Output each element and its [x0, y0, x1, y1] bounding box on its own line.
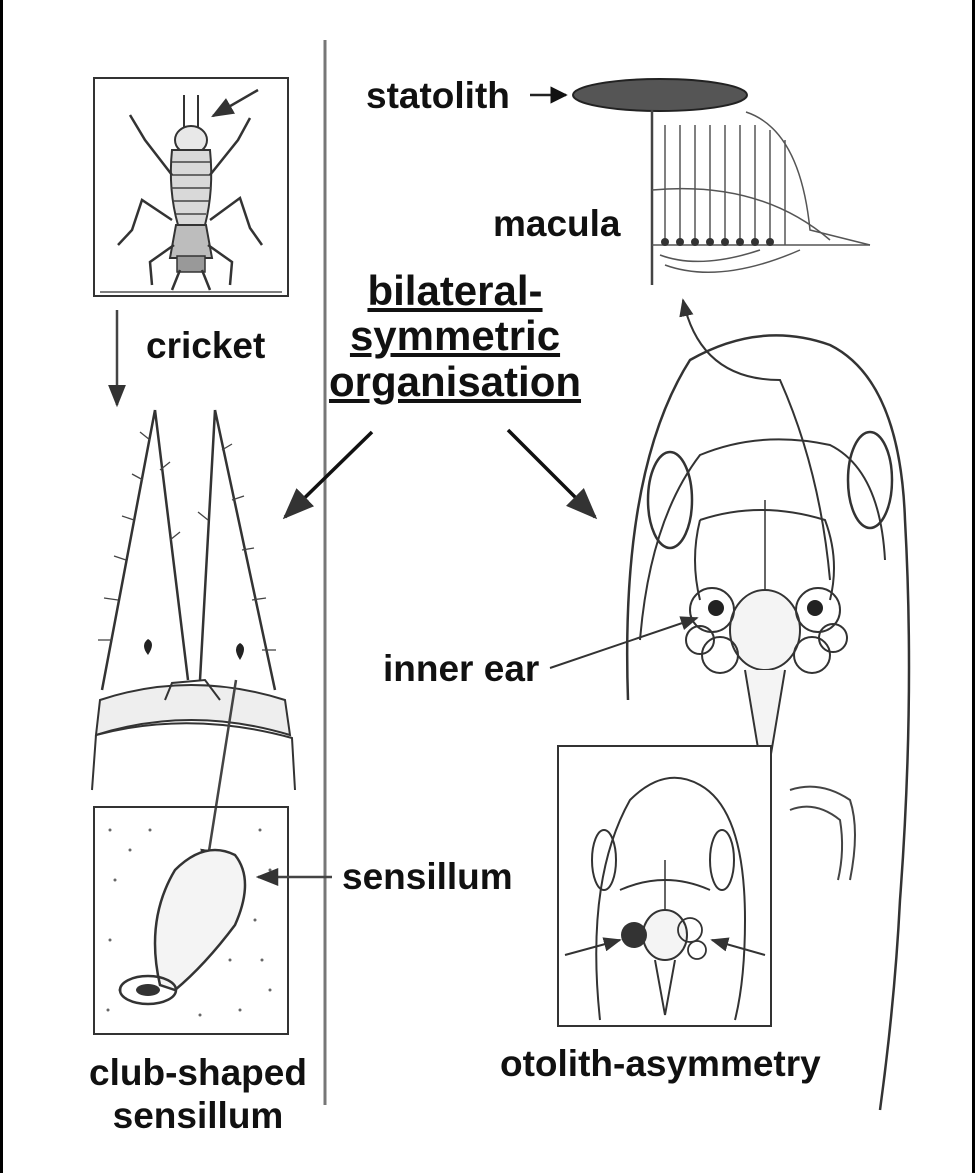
arrow-to-vertebrate: [506, 428, 598, 520]
label-otolith-asymmetry: otolith-asymmetry: [500, 1043, 821, 1084]
label-cricket: cricket: [146, 325, 266, 366]
sensillum-zoom-arrow: [200, 679, 238, 873]
cricket-illustration: [93, 77, 289, 297]
title-line-1: bilateral-: [367, 267, 543, 314]
label-macula: macula: [493, 203, 621, 244]
label-statolith: statolith: [366, 75, 510, 116]
fish-head-illustration: [625, 298, 911, 1111]
title-line-2: symmetric: [349, 312, 561, 360]
otolith-asymmetry-illustration: [557, 745, 772, 1027]
label-inner-ear: inner ear: [383, 648, 540, 689]
label-club-shaped-sensillum: club-shaped sensillum: [78, 1052, 318, 1137]
club-label-line-1: club-shaped: [89, 1052, 307, 1093]
club-label-line-2: sensillum: [112, 1094, 284, 1136]
label-sensillum: sensillum: [342, 856, 513, 897]
arrow-to-insect: [282, 430, 374, 520]
cerci-illustration: [91, 409, 296, 791]
club-sensillum-illustration: [93, 806, 289, 1035]
inner-ear-arrow: [549, 616, 699, 669]
diagram-title: bilateral- symmetric organisation: [300, 268, 610, 404]
title-line-3: organisation: [328, 357, 582, 405]
macula-illustration: [530, 78, 871, 285]
